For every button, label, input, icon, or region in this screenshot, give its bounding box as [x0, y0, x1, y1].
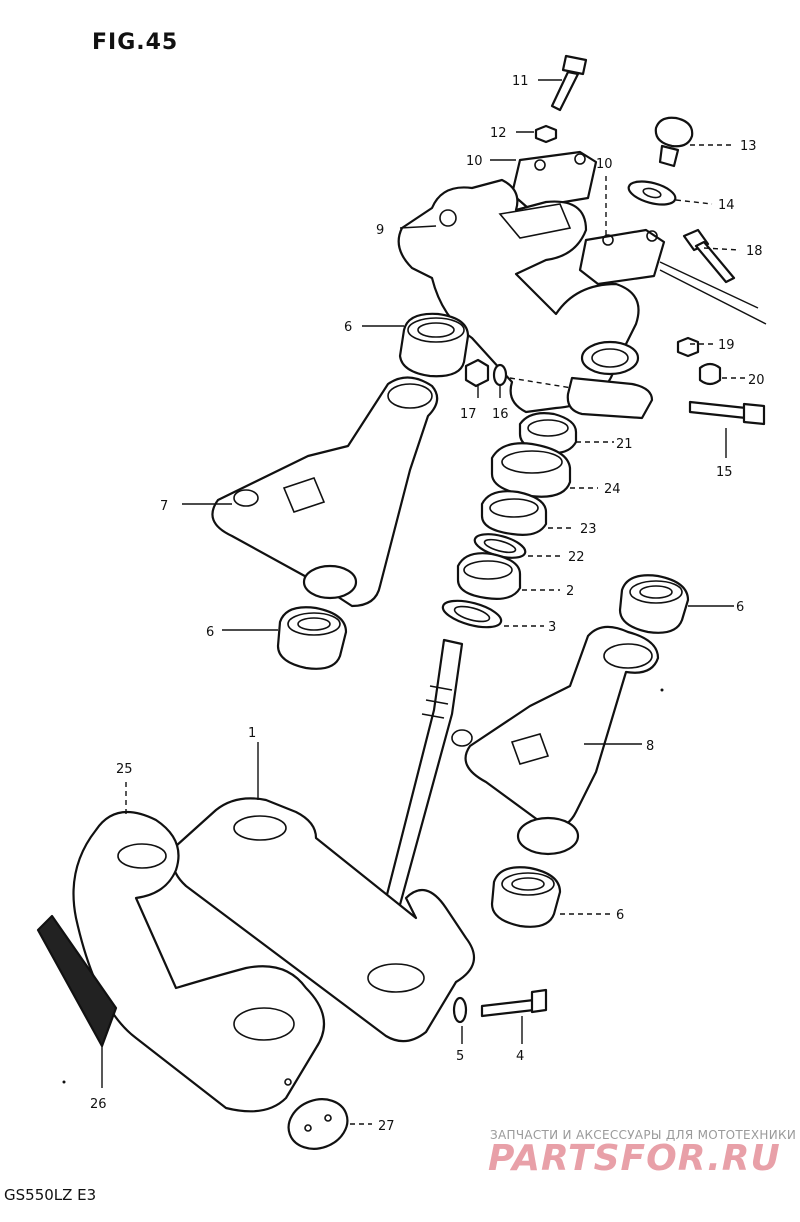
part-18-bolt [682, 228, 736, 284]
part-7-left-bracket [211, 376, 439, 608]
callout-2: 2 [566, 584, 574, 599]
callout-23: 23 [580, 522, 597, 537]
watermark-logo: PARTSFOR.RU [488, 1138, 781, 1179]
callout-6: 6 [206, 625, 214, 640]
callout-6: 6 [616, 908, 624, 923]
callout-11: 11 [512, 74, 529, 89]
part-10-holder-upper [510, 150, 598, 210]
part-2-bearing [456, 552, 522, 600]
part-23-bearing [480, 490, 548, 536]
part-6-bushing-upper-left [398, 312, 470, 378]
part-26-emblem [36, 914, 118, 1048]
callout-8: 8 [646, 739, 654, 754]
figure-title: FIG.45 [92, 30, 179, 55]
part-19-nut [676, 336, 700, 358]
part-6-bushing-right-lower [490, 866, 562, 928]
callout-3: 3 [548, 620, 556, 635]
callout-4: 4 [516, 1049, 524, 1064]
callout-26: 26 [90, 1097, 107, 1112]
part-13-cap [654, 116, 694, 168]
callout-22: 22 [568, 550, 585, 565]
part-15-bolt [688, 400, 766, 426]
part-24-bearing [490, 442, 572, 498]
callout-10: 10 [596, 157, 613, 172]
part-9-upper-bracket [397, 178, 654, 420]
callout-6: 6 [344, 320, 352, 335]
stray-dot [62, 1080, 66, 1084]
part-22-seal [473, 533, 527, 559]
part-4-bolt [480, 988, 548, 1018]
callout-5: 5 [456, 1049, 464, 1064]
leader-lines [101, 79, 767, 1125]
callout-17: 17 [460, 407, 477, 422]
callout-21: 21 [616, 437, 633, 452]
part-6-bushing-right-upper [618, 574, 690, 634]
callout-19: 19 [718, 338, 735, 353]
callout-labels: 11 12 10 10 13 14 18 9 6 19 20 17 16 21 … [90, 74, 765, 1134]
part-11-bolt [550, 54, 588, 112]
callout-25: 25 [116, 762, 133, 777]
callout-16: 16 [492, 407, 509, 422]
part-1-steering-stem [171, 638, 476, 1043]
part-3-washer [441, 599, 503, 629]
part-12-nut [534, 124, 558, 144]
callout-10: 10 [466, 154, 483, 169]
part-14-washer [627, 180, 677, 206]
callout-9: 9 [376, 223, 384, 238]
callout-27: 27 [378, 1119, 395, 1134]
callout-12: 12 [490, 126, 507, 141]
part-20-cap-nut [698, 362, 722, 386]
callout-15: 15 [716, 465, 733, 480]
part-8-right-bracket [451, 625, 660, 856]
callout-13: 13 [740, 139, 757, 154]
callout-1: 1 [248, 726, 256, 741]
watermark-subtitle: ЗАПЧАСТИ И АКСЕССУАРЫ ДЛЯ МОТОТЕХНИКИ [490, 1128, 797, 1142]
callout-18: 18 [746, 244, 763, 259]
part-5-washer [452, 996, 468, 1024]
model-code: GS550LZ E3 [4, 1186, 97, 1204]
part-10-holder-lower [578, 228, 666, 286]
stray-dot [660, 688, 664, 692]
part-17-nut [464, 358, 490, 388]
part-6-bushing-lower-left [276, 606, 348, 670]
callout-14: 14 [718, 198, 735, 213]
callout-6: 6 [736, 600, 744, 615]
part-27-cap [287, 1098, 349, 1150]
callout-24: 24 [604, 482, 621, 497]
callout-7: 7 [160, 499, 168, 514]
callout-20: 20 [748, 373, 765, 388]
part-16-washer [492, 363, 508, 387]
